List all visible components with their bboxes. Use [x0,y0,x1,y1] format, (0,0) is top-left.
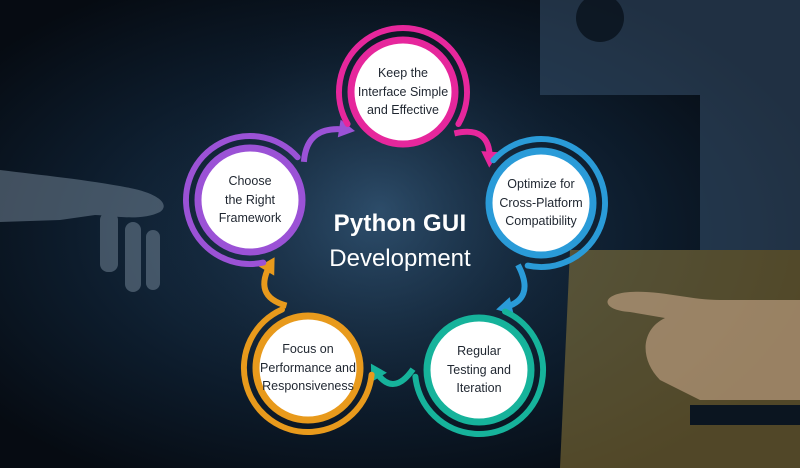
node-testing [412,308,547,437]
robot-hand-decoration [0,170,164,292]
node-cross-platform [485,136,608,270]
node-ring-testing [412,308,547,437]
arrowhead-framework [337,119,355,138]
node-circle-testing [423,314,535,426]
node-ring-framework [183,133,301,267]
node-circle-keep-simple [347,36,459,148]
diagram-title: Python GUI [333,210,467,237]
node-ring-keep-simple [336,25,470,127]
diagram-subtitle: Development [329,245,471,272]
arrowhead-performance [258,257,275,276]
node-framework [183,133,306,267]
human-hand-decoration [607,291,800,400]
node-circle-cross-platform [485,147,597,259]
node-circle-performance [252,312,364,424]
node-performance [240,306,375,435]
node-circle-framework [194,144,306,256]
arrowhead-testing [370,363,387,382]
node-ring-cross-platform [490,136,608,270]
node-keep-simple [336,25,470,148]
node-ring-performance [240,306,375,435]
